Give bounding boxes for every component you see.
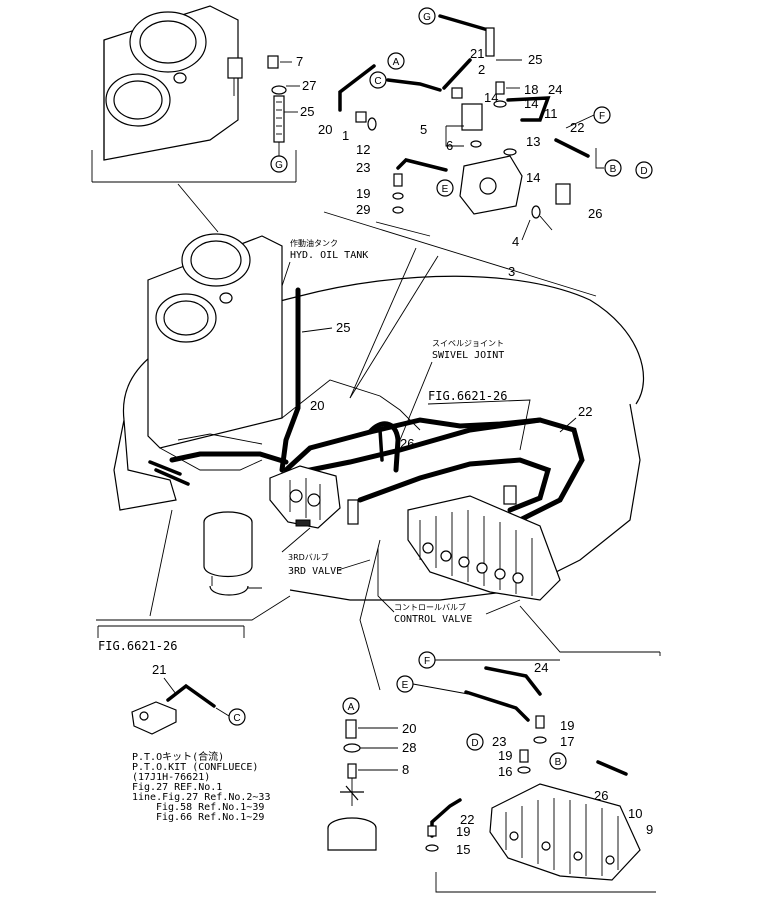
svg-text:24: 24 bbox=[534, 660, 548, 675]
svg-text:25: 25 bbox=[300, 104, 314, 119]
fig-reference-main: FIG.6621-26 bbox=[428, 389, 507, 403]
main-annotations: 作動油タンク HYD. OIL TANK 25 スイベルジョイント SWIVEL… bbox=[96, 238, 660, 691]
svg-text:6: 6 bbox=[446, 138, 453, 153]
third-valve-label-en: 3RD VALVE bbox=[288, 566, 342, 577]
svg-text:E: E bbox=[402, 680, 409, 691]
tank-detail-inset: G 7 27 25 bbox=[91, 5, 316, 233]
svg-text:21: 21 bbox=[470, 46, 484, 61]
svg-text:14: 14 bbox=[484, 90, 498, 105]
svg-text:C: C bbox=[374, 76, 381, 87]
svg-text:9: 9 bbox=[646, 822, 653, 837]
svg-text:B: B bbox=[555, 757, 562, 768]
swivel-label-jp: スイベルジョイント bbox=[432, 339, 504, 348]
svg-text:29: 29 bbox=[356, 202, 370, 217]
svg-text:10: 10 bbox=[628, 806, 642, 821]
kit-note-line-2: P.T.O.KIT (CONFLUECE) bbox=[132, 762, 258, 773]
svg-text:20: 20 bbox=[318, 122, 332, 137]
svg-text:A: A bbox=[393, 57, 400, 68]
svg-text:28: 28 bbox=[402, 740, 416, 755]
kit-note-line-6: Fig.58 Ref.No.1~39 bbox=[156, 802, 264, 813]
svg-text:A: A bbox=[348, 702, 355, 713]
kit-note-line-7: Fig.66 Ref.No.1~29 bbox=[156, 812, 264, 823]
svg-text:25: 25 bbox=[528, 52, 542, 67]
svg-text:16: 16 bbox=[498, 764, 512, 779]
svg-text:F: F bbox=[599, 111, 605, 122]
svg-text:21: 21 bbox=[152, 662, 166, 677]
swivel-label-en: SWIVEL JOINT bbox=[432, 350, 504, 361]
svg-text:7: 7 bbox=[296, 54, 303, 69]
svg-text:3: 3 bbox=[508, 264, 515, 279]
svg-text:23: 23 bbox=[492, 734, 506, 749]
svg-text:11: 11 bbox=[544, 106, 558, 121]
svg-text:4: 4 bbox=[512, 234, 519, 249]
hyd-tank-label-jp: 作動油タンク bbox=[290, 238, 338, 248]
svg-text:19: 19 bbox=[498, 748, 512, 763]
hyd-tank-label-en: HYD. OIL TANK bbox=[290, 250, 368, 261]
svg-text:27: 27 bbox=[302, 78, 316, 93]
svg-text:26: 26 bbox=[400, 436, 414, 451]
svg-text:20: 20 bbox=[402, 721, 416, 736]
svg-text:24: 24 bbox=[548, 82, 562, 97]
svg-text:15: 15 bbox=[456, 842, 470, 857]
svg-text:E: E bbox=[442, 184, 449, 195]
svg-text:C: C bbox=[233, 713, 240, 724]
svg-text:19: 19 bbox=[456, 824, 470, 839]
svg-text:G: G bbox=[275, 160, 283, 171]
bottom-center-exploded: A 20 28 8 bbox=[327, 697, 416, 851]
svg-text:25: 25 bbox=[336, 320, 350, 335]
control-valve-label-en: CONTROL VALVE bbox=[394, 614, 472, 625]
svg-text:22: 22 bbox=[578, 404, 592, 419]
svg-text:14: 14 bbox=[526, 170, 540, 185]
third-valve-label-jp: 3RDバルブ bbox=[288, 552, 329, 562]
svg-text:2: 2 bbox=[478, 62, 485, 77]
svg-text:19: 19 bbox=[356, 186, 370, 201]
svg-text:20: 20 bbox=[310, 398, 324, 413]
svg-text:G: G bbox=[423, 12, 431, 23]
top-right-exploded-view: G 25 21 A C 20 1 12 2 14 5 6 18 14 24 11… bbox=[318, 7, 653, 297]
svg-text:F: F bbox=[424, 656, 430, 667]
kit-note-line-3: (17J1H-76621) bbox=[132, 772, 210, 783]
svg-text:19: 19 bbox=[560, 718, 574, 733]
kit-note-line-1: P.T.Oキット(合流) bbox=[132, 750, 224, 763]
svg-text:18: 18 bbox=[524, 82, 538, 97]
control-valve-label-jp: コントロールバルブ bbox=[394, 602, 466, 612]
svg-text:22: 22 bbox=[570, 120, 584, 135]
kit-note-line-5: 1ine.Fig.27 Ref.No.2~33 bbox=[132, 792, 270, 803]
svg-text:12: 12 bbox=[356, 142, 370, 157]
svg-text:5: 5 bbox=[420, 122, 427, 137]
bottom-right-exploded: F 24 E 19 17 23 D 19 16 B 26 10 9 22 19 … bbox=[396, 651, 656, 893]
fig-inset-bottom-left: FIG.6621-26 21 C bbox=[97, 625, 246, 735]
svg-text:D: D bbox=[471, 738, 478, 749]
svg-text:1: 1 bbox=[342, 128, 349, 143]
svg-text:D: D bbox=[640, 166, 647, 177]
main-control-valve bbox=[407, 485, 561, 601]
svg-text:23: 23 bbox=[356, 160, 370, 175]
third-valve bbox=[269, 465, 359, 529]
svg-text:22: 22 bbox=[460, 812, 474, 827]
main-hose-routing bbox=[148, 287, 585, 533]
svg-text:26: 26 bbox=[588, 206, 602, 221]
kit-note-line-4: Fig.27 REF.No.1 bbox=[132, 782, 222, 793]
svg-text:13: 13 bbox=[526, 134, 540, 149]
svg-text:17: 17 bbox=[560, 734, 574, 749]
kit-note: P.T.Oキット(合流) P.T.O.KIT (CONFLUECE) (17J1… bbox=[132, 750, 270, 823]
svg-text:8: 8 bbox=[402, 762, 409, 777]
fig-reference-inset: FIG.6621-26 bbox=[98, 639, 177, 653]
main-machine-body bbox=[113, 233, 645, 601]
svg-text:B: B bbox=[610, 164, 617, 175]
